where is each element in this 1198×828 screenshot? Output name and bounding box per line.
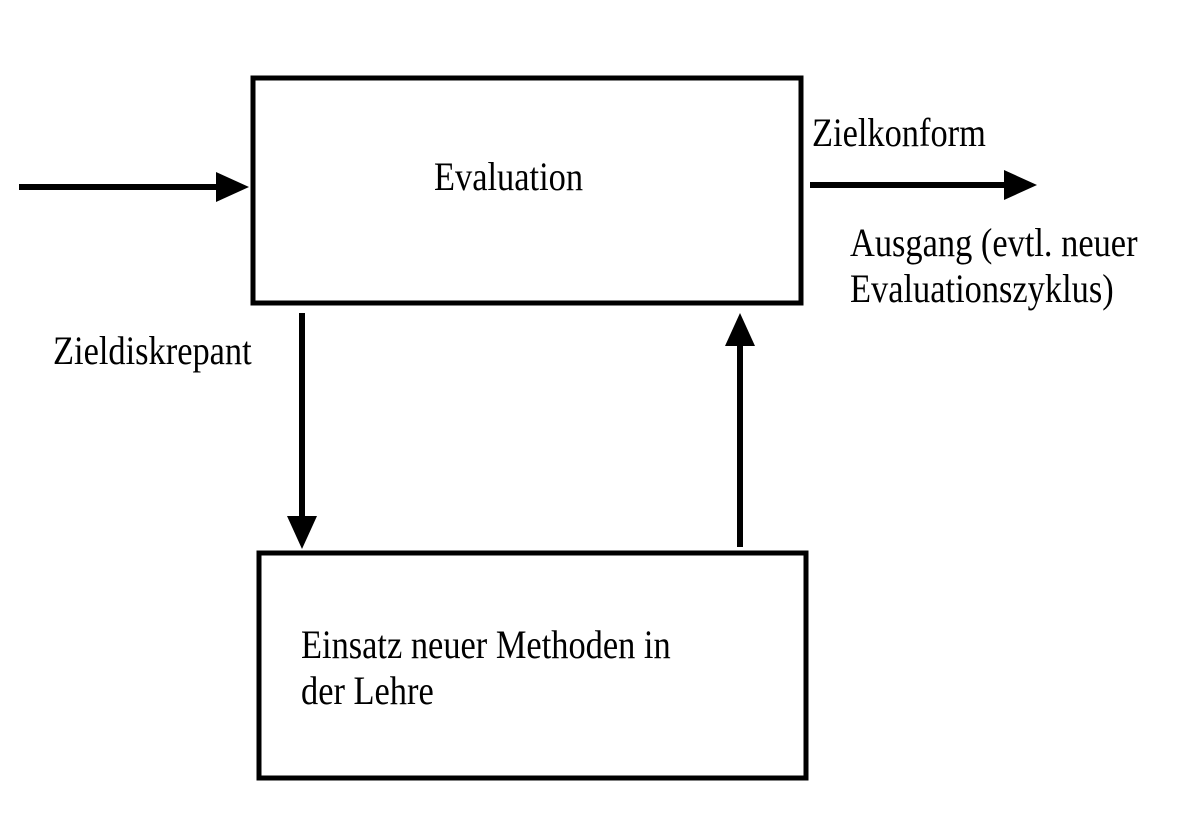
methods-box (256, 550, 809, 781)
methods-label-line-2: der Lehre (301, 668, 434, 713)
zieldiskrepant-label-text: Zieldiskrepant (53, 328, 252, 373)
ausgang-label-line-1: Ausgang (evtl. neuer (850, 220, 1138, 265)
ausgang-label: Ausgang (evtl. neuer Evaluationszyklus) (850, 220, 1138, 312)
ausgang-label-line-2: Evaluationszyklus) (850, 266, 1114, 311)
input-arrow (19, 172, 249, 202)
up-arrow (725, 313, 755, 547)
evaluation-label: Evaluation (434, 154, 583, 200)
zieldiskrepant-label: Zieldiskrepant (53, 328, 252, 374)
evaluation-label-text: Evaluation (434, 154, 584, 199)
zielkonform-label-text: Zielkonform (812, 110, 986, 155)
methods-label-line-1: Einsatz neuer Methoden in (301, 622, 671, 667)
methods-label: Einsatz neuer Methoden in der Lehre (301, 622, 671, 714)
down-arrow (287, 313, 317, 549)
evaluation-box (250, 75, 804, 306)
output-arrow (810, 170, 1037, 200)
zielkonform-label: Zielkonform (812, 110, 986, 156)
